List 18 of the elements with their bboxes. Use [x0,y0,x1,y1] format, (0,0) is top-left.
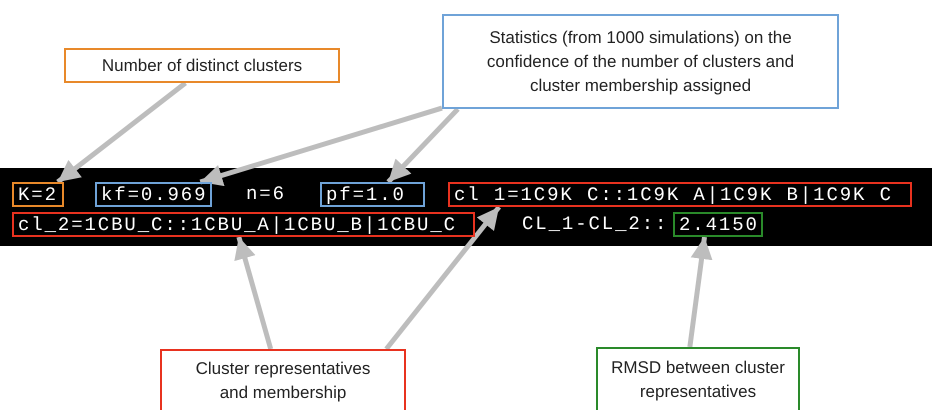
arrow [200,106,443,186]
callout-box: Statistics (from 1000 simulations) on the confidence of the number of clusters and cluster membership assigned [442,14,839,109]
output-text: CL_1-CL_2:: [522,212,668,236]
arrow [384,205,501,351]
arrow [687,236,712,348]
arrow [386,107,460,184]
highlight-box: cl 1=1C9K C::1C9K A|1C9K B|1C9K C [448,182,912,207]
highlight-box: K=2 [12,182,64,207]
callout-box: RMSD between cluster representatives [596,347,800,410]
highlight-box: pf=1.0 [320,182,425,207]
output-text: n=6 [246,182,286,206]
callout-box: Number of distinct clusters [64,48,340,83]
highlight-box: cl_2=1CBU_C::1CBU_A|1CBU_B|1CBU_C [12,212,475,237]
arrow [56,81,187,184]
highlight-box: kf=0.969 [95,182,212,207]
arrow [234,236,274,350]
highlight-box: 2.4150 [673,212,763,237]
callout-box: Cluster representatives and membership [160,349,406,410]
